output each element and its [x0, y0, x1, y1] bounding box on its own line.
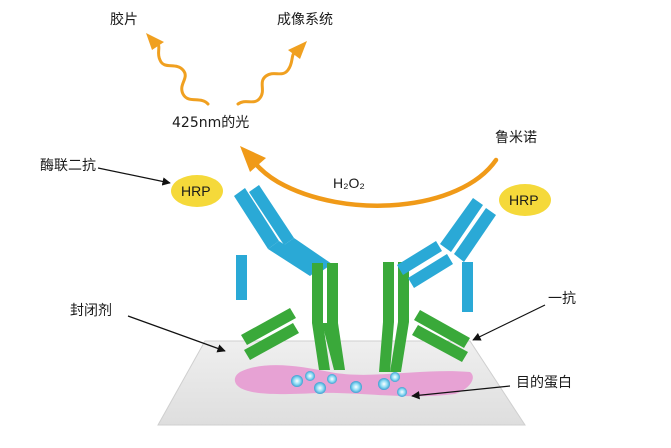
- signal-arrowhead-film: [146, 33, 164, 50]
- label-blocking-agent: 封闭剂: [70, 303, 112, 319]
- label-secondary-antibody: 酶联二抗: [40, 158, 96, 174]
- label-luminol: 鲁米诺: [495, 130, 537, 146]
- pointer-secondary: [97, 167, 171, 186]
- h2o2-label: H₂O₂: [333, 175, 365, 191]
- signal-arrow-imaging: [236, 48, 298, 106]
- secondary-antibody-right: [397, 198, 496, 312]
- label-light: 425nm的光: [172, 115, 250, 131]
- reaction-arc: [251, 157, 499, 208]
- label-film: 胶片: [110, 12, 138, 28]
- secondary-antibody: [234, 185, 332, 300]
- pointer-blocking: [127, 315, 226, 353]
- reaction-arrowhead: [240, 146, 266, 172]
- protein-dots: [291, 371, 407, 397]
- label-primary-antibody: 一抗: [548, 291, 576, 307]
- hrp-right-label: HRP: [509, 192, 539, 208]
- pointer-target: [411, 385, 511, 400]
- label-target-protein: 目的蛋白: [516, 375, 572, 391]
- primary-antibody-right: [379, 262, 470, 372]
- primary-antibody-left: [241, 263, 345, 370]
- hrp-left-label: HRP: [181, 183, 211, 199]
- pointer-primary: [472, 304, 546, 341]
- protein-band: [234, 365, 473, 397]
- signal-arrow-film: [154, 40, 210, 106]
- hrp-right: [499, 184, 551, 216]
- hrp-left: [171, 175, 223, 207]
- label-imaging-system: 成像系统: [277, 12, 333, 28]
- signal-arrowhead-imaging: [288, 41, 307, 59]
